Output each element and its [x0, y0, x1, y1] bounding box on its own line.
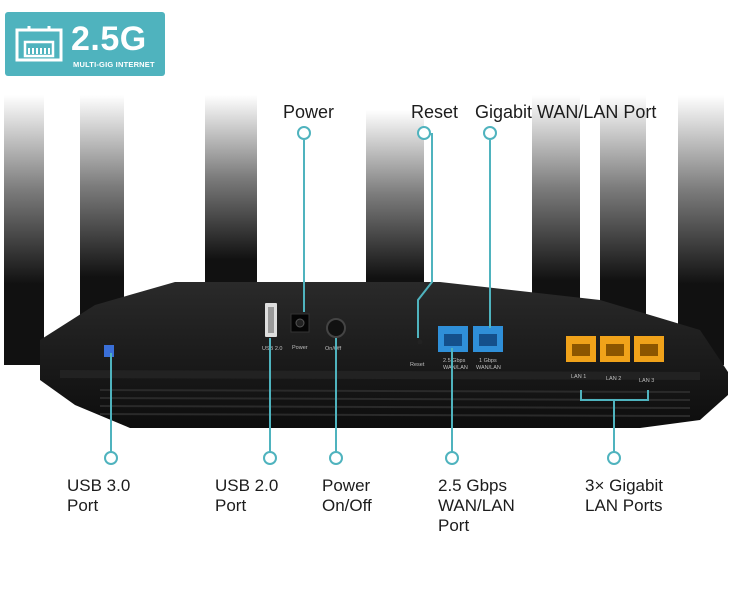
antenna-1 [4, 95, 44, 365]
label-gigabit-wan-lan: Gigabit WAN/LAN Port [475, 102, 657, 122]
badge-subtitle: MULTI-GIG INTERNET [73, 60, 155, 69]
device-label-wan1g-b: WAN/LAN [476, 365, 501, 371]
antenna-7 [678, 95, 724, 365]
badge-speed: 2.5G [71, 20, 147, 58]
power-button [326, 318, 346, 338]
device-label-reset: Reset [410, 362, 425, 368]
device-label-power: Power [292, 345, 308, 351]
multi-gig-badge: 2.5G MULTI-GIG INTERNET [5, 12, 165, 76]
device-label-lan2: LAN 2 [606, 376, 621, 382]
ethernet-port-icon [15, 26, 63, 62]
reset-hole [417, 339, 423, 345]
label-power: Power [283, 102, 335, 122]
callout-lines [110, 133, 649, 452]
device-label-lan3: LAN 3 [639, 378, 654, 384]
device-label-usb20: USB 2.0 [262, 346, 282, 352]
vent-grille [99, 389, 691, 417]
callout-dots [104, 126, 621, 465]
device-label-wan25-b: WAN/LAN [443, 365, 468, 371]
device-label-wan25-a: 2.5 Gbps [443, 358, 466, 364]
label-reset: Reset [411, 102, 459, 122]
device-label-wan1g-a: 1 Gbps [479, 358, 497, 364]
device-label-onoff: On/Off [325, 346, 342, 352]
usb3-port [104, 345, 114, 357]
device-label-lan1: LAN 1 [571, 374, 586, 380]
